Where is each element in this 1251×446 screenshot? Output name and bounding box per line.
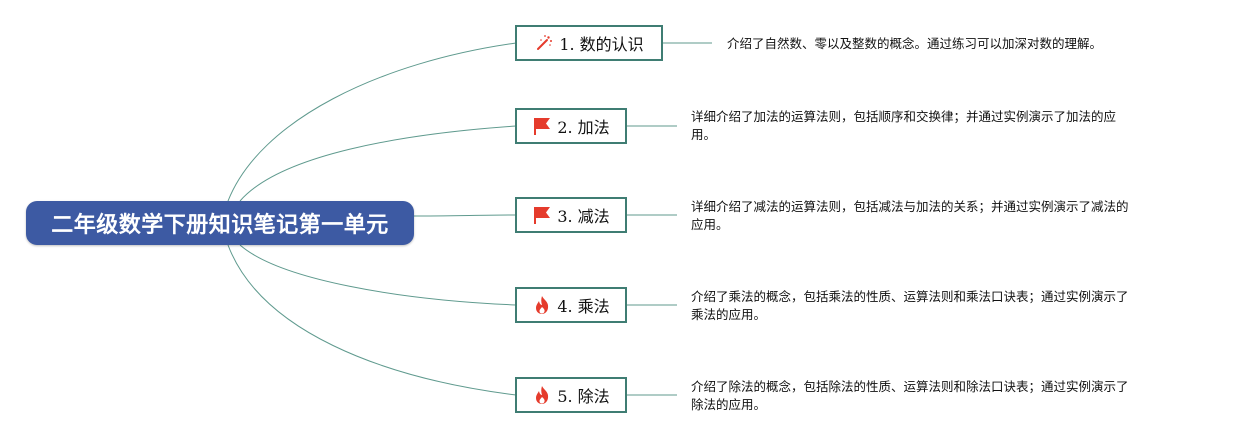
root-node[interactable]: 二年级数学下册知识笔记第一单元	[26, 201, 414, 245]
root-title: 二年级数学下册知识笔记第一单元	[51, 213, 389, 238]
topic-description-2: 详细介绍了加法的运算法则，包括顺序和交换律；并通过实例演示了加法的应 用。	[691, 108, 1186, 144]
connector-root-topic-1	[227, 42, 517, 202]
topic-description-1: 介绍了自然数、零以及整数的概念。通过练习可以加深对数的理解。	[727, 35, 1222, 53]
description-line: 详细介绍了加法的运算法则，包括顺序和交换律；并通过实例演示了加法的应	[691, 109, 1117, 124]
topic-label-4: 4. 乘法	[557, 297, 610, 316]
description-line: 用。	[691, 127, 717, 142]
topic-label-3: 3. 减法	[557, 207, 610, 226]
description-line: 应用。	[691, 217, 729, 232]
connector-root-topic-4	[239, 244, 517, 306]
topic-node-3[interactable]: 3. 减法	[515, 197, 627, 233]
description-line: 介绍了乘法的概念，包括乘法的性质、运算法则和乘法口诀表；通过实例演示了	[691, 289, 1129, 304]
flag-icon	[532, 116, 552, 136]
description-line: 详细介绍了减法的运算法则，包括减法与加法的关系；并通过实例演示了减法的	[691, 199, 1129, 214]
topic-node-2[interactable]: 2. 加法	[515, 108, 627, 144]
fire-icon	[532, 385, 552, 405]
topic-label-2: 2. 加法	[557, 118, 610, 137]
topic-label-1: 1. 数的认识	[559, 35, 644, 54]
connector-root-topic-5	[227, 244, 517, 396]
topic-description-4: 介绍了乘法的概念，包括乘法的性质、运算法则和乘法口诀表；通过实例演示了 乘法的应…	[691, 288, 1186, 324]
connector-root-topic-2	[239, 125, 517, 202]
description-line: 乘法的应用。	[691, 307, 767, 322]
connector-root-topic-3	[411, 214, 517, 217]
description-line: 除法的应用。	[691, 397, 767, 412]
topic-label-5: 5. 除法	[557, 387, 610, 406]
description-line: 介绍了除法的概念，包括除法的性质、运算法则和除法口诀表；通过实例演示了	[691, 379, 1129, 394]
magic-wand-icon	[534, 33, 554, 53]
topic-description-5: 介绍了除法的概念，包括除法的性质、运算法则和除法口诀表；通过实例演示了 除法的应…	[691, 378, 1186, 414]
topic-node-4[interactable]: 4. 乘法	[515, 287, 627, 323]
topic-node-5[interactable]: 5. 除法	[515, 377, 627, 413]
topic-description-3: 详细介绍了减法的运算法则，包括减法与加法的关系；并通过实例演示了减法的 应用。	[691, 198, 1186, 234]
topic-node-1[interactable]: 1. 数的认识	[515, 25, 663, 61]
fire-icon	[532, 295, 552, 315]
flag-icon	[532, 205, 552, 225]
description-line: 介绍了自然数、零以及整数的概念。通过练习可以加深对数的理解。	[727, 36, 1103, 51]
